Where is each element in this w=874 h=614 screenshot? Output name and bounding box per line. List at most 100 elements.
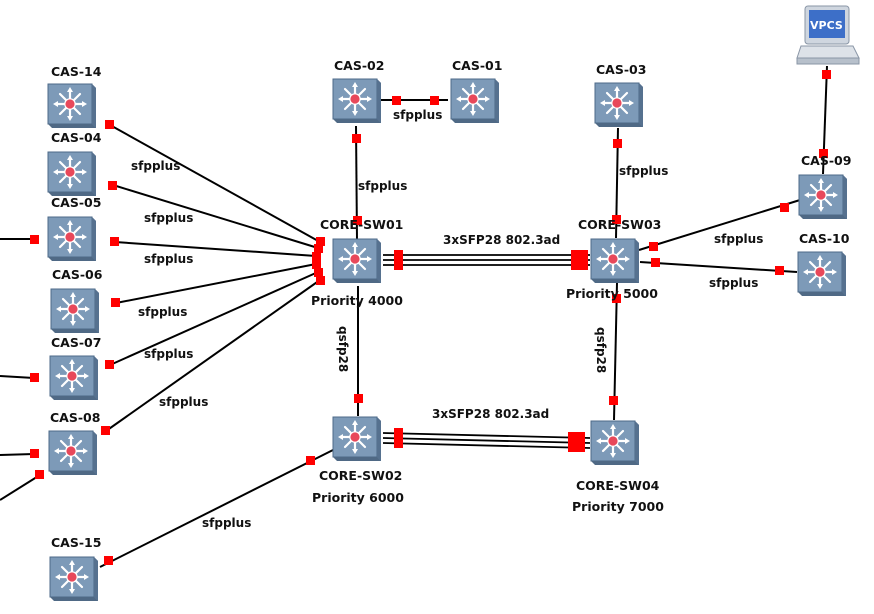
- link-label-cas14-core1: sfpplus: [131, 159, 180, 173]
- port-marker: [35, 470, 44, 479]
- port-marker: [822, 70, 831, 79]
- vpcs-screen-label: VPCS: [810, 19, 843, 32]
- link-label-core2-core4: 3xSFP28 802.3ad: [432, 407, 549, 421]
- port-marker: [306, 456, 315, 465]
- port-marker: [352, 134, 361, 143]
- switch-icon[interactable]: [450, 78, 500, 124]
- node-cas07[interactable]: CAS-07: [49, 335, 101, 401]
- lag-bundle-core2-core4[interactable]: [382, 432, 591, 449]
- link-labels: sfpplus sfpplus sfpplus sfpplus sfpplus …: [131, 108, 763, 530]
- switch-icon[interactable]: [594, 82, 644, 128]
- lag-bundle-core1-core3[interactable]: [383, 254, 590, 266]
- switch-icon[interactable]: [49, 556, 99, 602]
- port-marker: [612, 294, 621, 303]
- link-cas05-core1[interactable]: [114, 241, 317, 257]
- switch-icon[interactable]: [797, 251, 847, 297]
- node-core-sw03[interactable]: CORE-SW03 Priority 5000: [566, 217, 661, 301]
- node-vpcs[interactable]: VPCS: [796, 5, 860, 65]
- port-marker: [105, 120, 114, 129]
- port-marker: [571, 250, 580, 270]
- node-cas06[interactable]: CAS-06: [50, 267, 103, 334]
- switch-icon[interactable]: [50, 288, 100, 334]
- port-marker: [110, 237, 119, 246]
- node-cas09[interactable]: CAS-09: [798, 153, 851, 220]
- node-cas03[interactable]: CAS-03: [594, 62, 646, 128]
- node-label: CORE-SW02: [319, 468, 402, 483]
- port-marker: [105, 360, 114, 369]
- port-marker: [316, 237, 325, 246]
- link-label-core3-cas10: sfpplus: [709, 276, 758, 290]
- link-label-cas02-cas01: sfpplus: [393, 108, 442, 122]
- node-core-sw02[interactable]: CORE-SW02 Priority 6000: [312, 416, 404, 505]
- node-cas02[interactable]: CAS-02: [332, 58, 384, 124]
- port-marker: [104, 556, 113, 565]
- switch-icon[interactable]: [47, 216, 97, 262]
- link-label-core3-core4: qsfp28: [594, 327, 608, 373]
- port-marker: [609, 396, 618, 405]
- node-label: CAS-03: [596, 62, 646, 77]
- node-label: CORE-SW03: [578, 217, 661, 232]
- link-cas04-core1[interactable]: [112, 184, 319, 249]
- link-label-core1-core2: qsfp28: [336, 326, 350, 372]
- switch-icon[interactable]: [590, 238, 640, 284]
- link-core3-cas09[interactable]: [638, 199, 801, 251]
- node-cas15[interactable]: CAS-15: [49, 535, 101, 602]
- port-marker: [649, 242, 658, 251]
- link-offscreen-cas07[interactable]: [0, 375, 35, 379]
- port-marker: [30, 449, 39, 458]
- switch-icon[interactable]: [332, 238, 382, 284]
- port-marker: [111, 298, 120, 307]
- link-cas07-core1[interactable]: [109, 271, 319, 366]
- link-cas06-core1[interactable]: [115, 263, 317, 304]
- link-offscreen-cas08-a[interactable]: [0, 453, 35, 456]
- node-label: CAS-04: [51, 130, 102, 145]
- switch-icon[interactable]: [332, 416, 382, 462]
- link-label-cas06-core1: sfpplus: [138, 305, 187, 319]
- port-marker: [576, 432, 585, 452]
- port-marker: [394, 428, 403, 448]
- port-marker: [651, 258, 660, 267]
- link-label-cas15-core2: sfpplus: [202, 516, 251, 530]
- port-marker: [392, 96, 401, 105]
- node-label: CAS-14: [51, 64, 102, 79]
- priority-label: Priority 4000: [311, 293, 403, 308]
- node-label: CAS-09: [801, 153, 851, 168]
- link-label-cas08-core1: sfpplus: [159, 395, 208, 409]
- link-core3-cas10[interactable]: [639, 261, 798, 273]
- switch-icon[interactable]: [49, 355, 99, 401]
- link-offscreen-cas08-b[interactable]: [0, 474, 41, 501]
- link-cas08-core1[interactable]: [105, 279, 321, 432]
- switch-icon[interactable]: [332, 78, 382, 124]
- node-cas04[interactable]: CAS-04: [47, 130, 102, 197]
- vpcs-computer-icon[interactable]: VPCS: [796, 5, 860, 65]
- port-marker: [314, 244, 323, 253]
- port-marker: [579, 250, 588, 270]
- node-label: CAS-02: [334, 58, 384, 73]
- port-marker: [775, 266, 784, 275]
- port-marker: [314, 268, 323, 277]
- node-label: CAS-05: [51, 195, 101, 210]
- link-cas15-core2[interactable]: [99, 449, 334, 568]
- switch-icon[interactable]: [47, 151, 97, 197]
- link-cas14-core1[interactable]: [109, 124, 321, 243]
- node-label: CAS-10: [799, 231, 850, 246]
- node-cas14[interactable]: CAS-14: [47, 64, 102, 129]
- link-label-cas03-core3: sfpplus: [619, 164, 668, 178]
- switch-icon[interactable]: [47, 83, 97, 129]
- port-marker: [354, 394, 363, 403]
- node-cas05[interactable]: CAS-05: [47, 195, 101, 262]
- priority-label: Priority 7000: [572, 499, 664, 514]
- node-core-sw01[interactable]: CORE-SW01 Priority 4000: [311, 217, 403, 308]
- node-cas10[interactable]: CAS-10: [797, 231, 850, 297]
- node-cas08[interactable]: CAS-08: [48, 410, 100, 476]
- switch-icon[interactable]: [798, 174, 848, 220]
- switch-icon[interactable]: [590, 420, 640, 466]
- port-markers: [30, 70, 831, 565]
- node-cas01[interactable]: CAS-01: [450, 58, 502, 124]
- switch-icon[interactable]: [48, 430, 98, 476]
- link-label-cas05-core1: sfpplus: [144, 252, 193, 266]
- port-marker: [394, 250, 403, 270]
- node-core-sw04[interactable]: CORE-SW04 Priority 7000: [572, 420, 664, 514]
- node-label: CAS-15: [51, 535, 101, 550]
